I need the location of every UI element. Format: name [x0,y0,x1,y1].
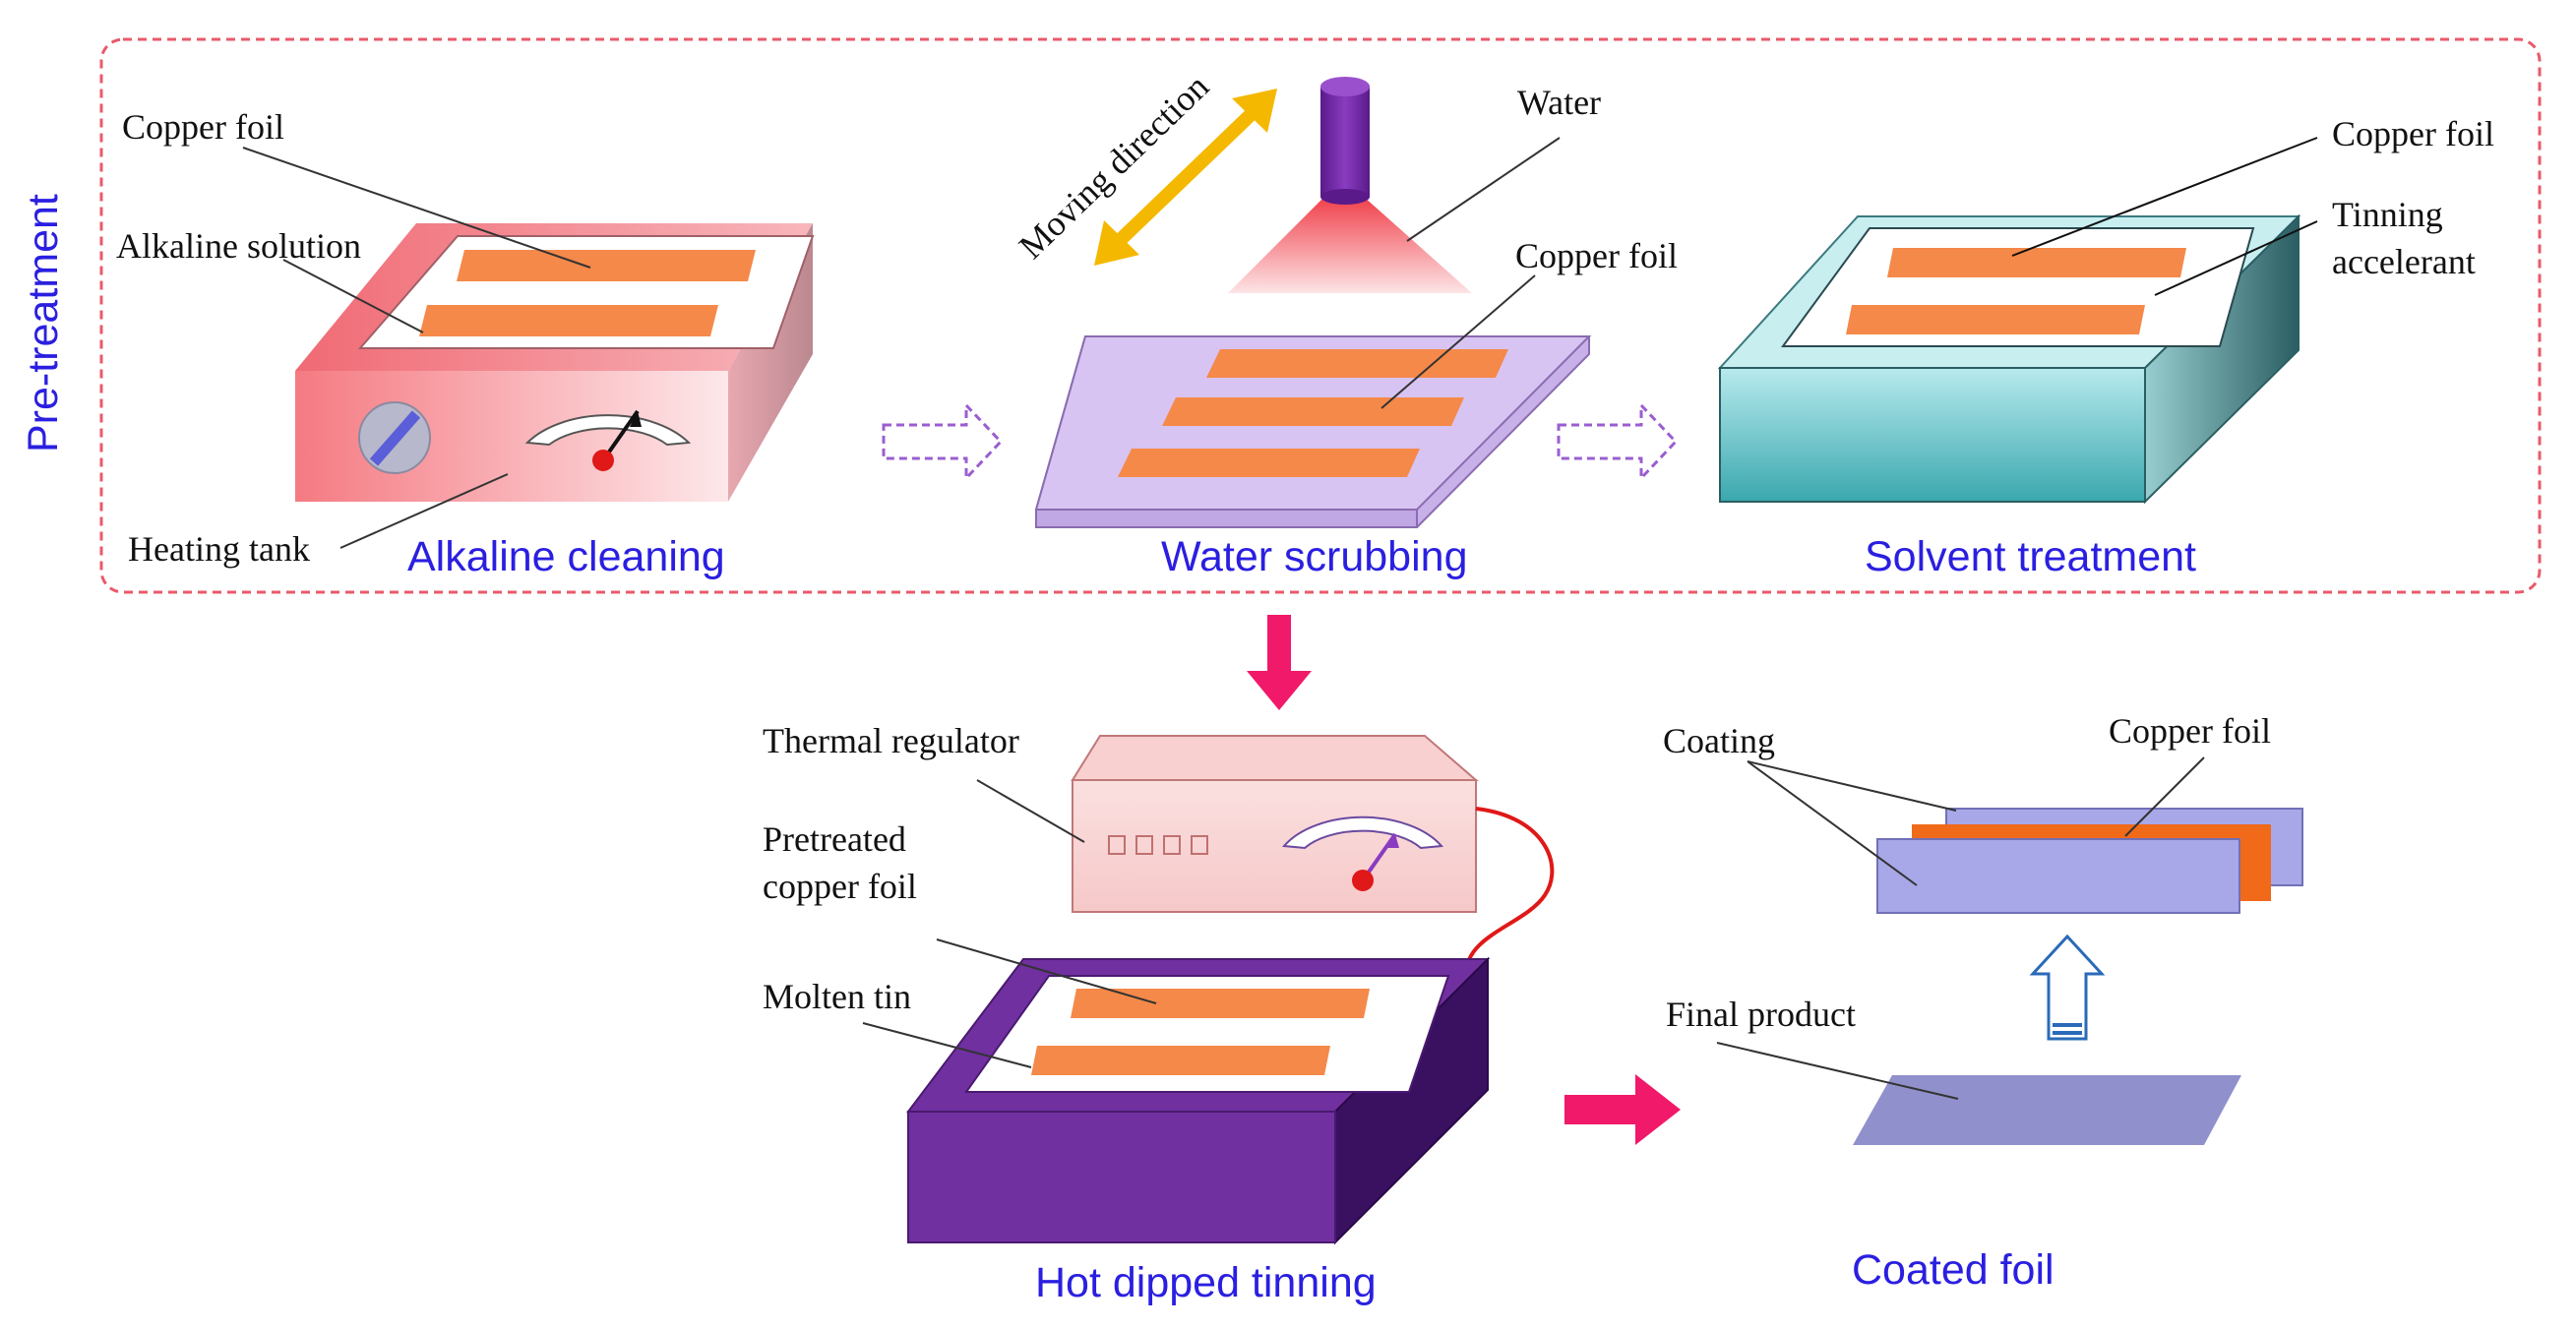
water-nozzle-icon [1228,77,1472,293]
up-arrow-icon [2029,934,2106,1041]
copper-foil-label: Copper foil [2109,711,2271,751]
flow-arrow-dashed [1557,401,1679,482]
copper-strip [1031,1046,1330,1075]
copper-foil-label: Copper foil [2332,114,2494,153]
molten-tin-bath [905,956,1491,1245]
molten-tin-label: Molten tin [763,977,911,1016]
thermal-regulator [1071,735,1479,913]
leader-line [339,473,509,549]
copper-strip [1887,248,2186,277]
temperature-gauge-icon [524,409,692,471]
leader-line [2011,137,2318,257]
tinning-accelerant-label: accelerant [2332,242,2476,281]
leader-line [242,147,591,269]
leader-line [1747,760,1957,812]
heater-cable [1464,807,1555,975]
coated-foil-layers [1876,808,2303,914]
tinning-accelerant-label: Tinning [2332,195,2443,234]
water-label: Water [1517,83,1601,122]
pretreatment-frame [99,37,2542,594]
final-product-label: Final product [1666,995,1856,1034]
copper-strip [1071,989,1370,1018]
copper-foil-label: Copper foil [122,107,284,147]
copper-strip [419,305,718,336]
stage-title-water-scrubbing: Water scrubbing [1161,533,1467,580]
flow-arrow-right [1564,1074,1681,1145]
final-product-foil [1853,1075,2241,1145]
leader-line [1406,137,1561,242]
leader-line [282,259,424,333]
scrubbing-plate [1034,335,1592,528]
stage-title-solvent-treatment: Solvent treatment [1865,533,2196,580]
heating-tank-label: Heating tank [128,529,310,569]
copper-strip [457,250,756,281]
thermal-regulator-label: Thermal regulator [763,721,1019,760]
leader-line [976,779,1085,843]
temperature-gauge-icon [1281,816,1444,891]
heater-knob-icon [358,401,431,474]
pretreated-copper-foil-label: Pretreated [763,819,906,859]
copper-strip [1162,397,1464,426]
flow-arrow-down [1247,615,1312,710]
leader-line [2124,756,2205,837]
leader-line [936,938,1157,1004]
pretreated-copper-foil-label: copper foil [763,867,917,906]
flow-arrow-dashed [882,401,1004,482]
pretreatment-title: Pre-treatment [20,194,67,453]
heating-tank [295,223,815,502]
copper-strip [1118,449,1420,477]
leader-line [1716,1042,1959,1100]
copper-strip [1206,349,1508,378]
leader-line [862,1022,1032,1068]
coating-label: Coating [1663,721,1775,760]
alkaline-solution-label: Alkaline solution [116,226,361,266]
copper-strip [1846,305,2145,334]
leader-line [1380,274,1536,409]
solvent-tank [1717,213,2301,505]
leader-line [1747,760,1918,886]
stage-title-hot-dipped-tinning: Hot dipped tinning [1035,1259,1377,1306]
stage-title-alkaline-cleaning: Alkaline cleaning [407,533,725,580]
leader-line [2154,220,2318,296]
copper-foil-label: Copper foil [1515,236,1678,275]
moving-direction-arrow [1094,89,1277,266]
stage-title-coated-foil: Coated foil [1852,1246,2055,1294]
